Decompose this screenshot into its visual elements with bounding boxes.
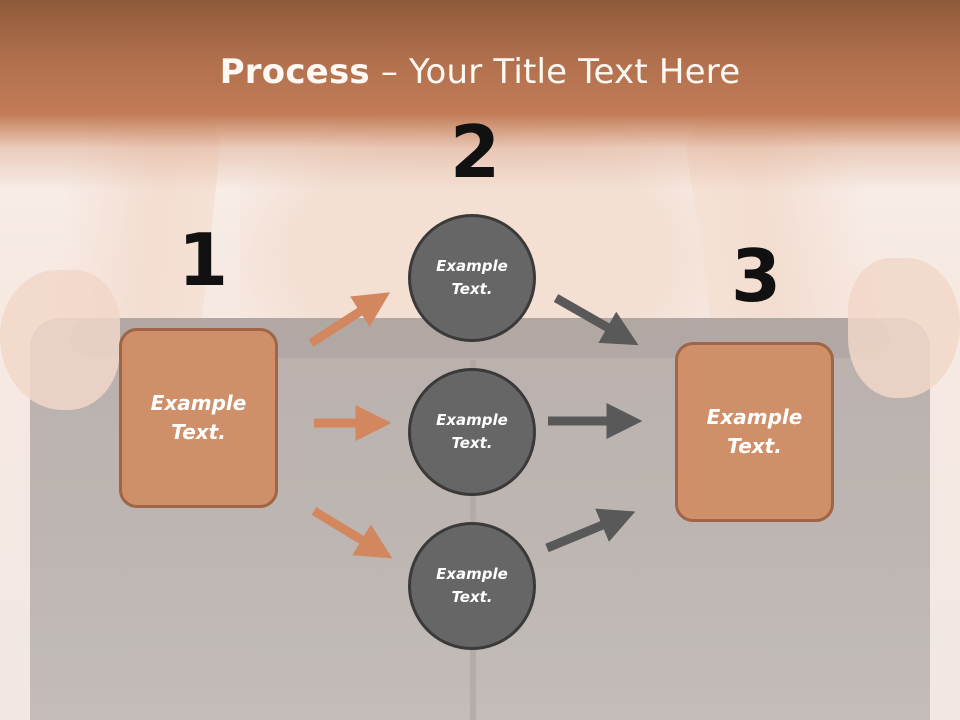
- slide-title: Process – Your Title Text Here: [0, 52, 960, 92]
- process-circle-text: Example Text.: [436, 411, 508, 452]
- process-circle-text: Example Text.: [436, 565, 508, 606]
- process-circle-middle: Example Text.: [408, 368, 536, 496]
- title-rest: – Your Title Text Here: [369, 52, 741, 92]
- arrow-bottom-to-right: [545, 508, 636, 553]
- process-circle-text: Example Text.: [436, 257, 508, 298]
- process-circle-top: Example Text.: [408, 214, 536, 342]
- step-number-1: 1: [178, 218, 229, 302]
- input-box: Example Text.: [119, 328, 278, 508]
- process-circle-bottom: Example Text.: [408, 522, 536, 650]
- arrow-left-to-top: [308, 292, 391, 347]
- title-bold: Process: [219, 52, 370, 92]
- arrow-top-to-right: [553, 294, 639, 346]
- background-hand-right: [848, 258, 960, 398]
- step-number-3: 3: [731, 234, 782, 318]
- arrow-left-to-bottom: [311, 507, 393, 559]
- title-band: [0, 0, 960, 190]
- output-box-text: Example Text.: [706, 405, 803, 458]
- background-hand-left: [0, 270, 120, 410]
- output-box: Example Text.: [675, 342, 834, 522]
- step-number-2: 2: [450, 110, 501, 194]
- input-box-text: Example Text.: [150, 391, 247, 444]
